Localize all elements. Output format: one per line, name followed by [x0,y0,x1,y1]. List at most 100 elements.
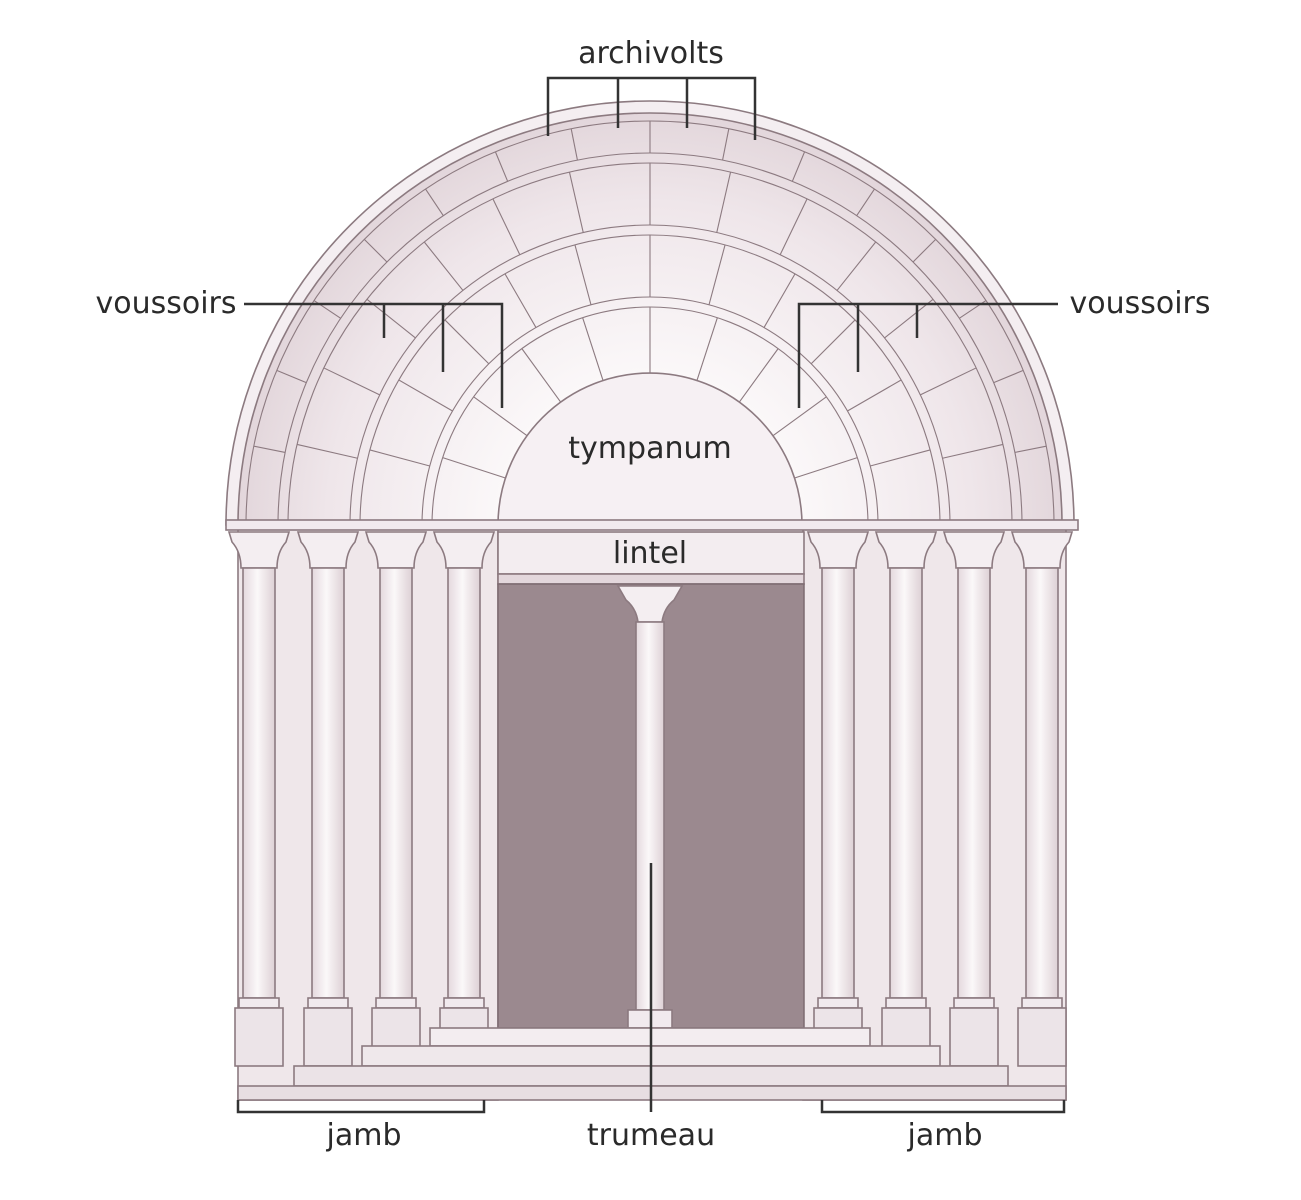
column-base [953,997,995,1009]
voussoir-joint-40 [442,457,506,479]
jamb-column-7 [942,531,1006,1067]
voussoir-joint-30 [398,379,453,412]
voussoir-joint-24 [779,198,808,255]
voussoir-joint-33 [574,244,592,305]
voussoirs-left-leader [244,302,504,408]
column-shaft [311,567,345,999]
voussoir-joint-1 [253,445,286,453]
jamb-column-5 [806,531,870,1067]
voussoir-joint-14 [993,369,1024,384]
jamb-column-2 [296,531,360,1067]
column-capital [874,531,938,569]
leader-lines [236,76,1066,1114]
column-shaft [1025,567,1059,999]
voussoir-joint-19 [423,241,464,291]
voussoir-joint-36 [763,273,796,328]
column-shaft [821,567,855,999]
voussoir-joint-11 [856,188,875,216]
column-shaft [889,567,923,999]
label-jamb-left: jamb [326,1118,402,1153]
voussoir-joint-48 [794,457,858,479]
column-plinth [949,1007,999,1067]
column-capital [227,531,291,569]
jamb-column-3 [364,531,428,1067]
jamb-left-bracket [236,1100,486,1114]
column-shaft [379,567,413,999]
column-shaft [957,567,991,999]
voussoir-joint-32 [504,273,537,328]
column-plinth [234,1007,284,1067]
voussoir-joints [253,121,1047,479]
voussoir-joint-43 [582,317,604,381]
voussoir-joint-29 [369,449,430,467]
voussoir-joint-6 [494,151,509,182]
label-voussoirs-left: voussoirs [95,286,236,321]
voussoir-joint-12 [912,238,937,263]
label-voussoirs-right: voussoirs [1069,286,1210,321]
voussoir-joint-23 [716,171,732,233]
voussoir-joint-7 [570,128,578,161]
voussoir-joint-17 [323,367,380,396]
column-base [443,997,485,1009]
voussoir-joint-18 [366,298,416,339]
lintel [497,531,805,575]
column-base [885,997,927,1009]
column-base [238,997,280,1009]
tympanum [497,372,803,526]
archivolt-ring-6 [421,296,879,526]
jamb-right-bracket [820,1100,1066,1114]
column-capital [364,531,428,569]
voussoir-joint-10 [791,151,806,182]
column-shaft [447,567,481,999]
voussoir-joint-20 [492,198,521,255]
voussoirs-right-leader [797,302,1058,408]
voussoir-joint-15 [1014,445,1047,453]
column-base [817,997,859,1009]
voussoir-joint-46 [738,348,779,403]
archivolt-ring-2 [277,152,1023,526]
voussoir-joint-41 [473,396,528,437]
impost-band [225,519,1079,531]
archivolts-bracket [546,76,757,140]
voussoir-joint-39 [870,449,931,467]
voussoir-joint-9 [722,128,730,161]
voussoir-joint-27 [920,367,977,396]
column-shaft [242,567,276,999]
column-plinth [303,1007,353,1067]
column-capital [1010,531,1074,569]
label-archivolts: archivolts [578,36,724,71]
column-base [375,997,417,1009]
column-base [1021,997,1063,1009]
voussoir-joint-28 [942,443,1004,459]
voussoir-joint-4 [363,238,388,263]
voussoir-joint-42 [521,348,562,403]
column-base [307,997,349,1009]
voussoir-joint-47 [772,396,827,437]
voussoir-joint-45 [696,317,718,381]
labels: archivolts voussoirs voussoirs tympanum … [95,36,1210,1153]
voussoir-joint-16 [296,443,358,459]
lintel-soffit [497,573,805,585]
voussoir-joint-35 [708,244,726,305]
jamb-column-1 [227,531,291,1067]
voussoir-joint-21 [568,171,584,233]
voussoir-joint-2 [276,369,307,384]
column-capital [942,531,1006,569]
column-capital [296,531,360,569]
voussoir-joint-31 [444,319,490,365]
label-trumeau: trumeau [587,1118,715,1153]
voussoir-joint-5 [425,188,444,216]
column-plinth [1017,1007,1067,1067]
voussoir-joint-38 [847,379,902,412]
label-tympanum: tympanum [568,431,731,466]
voussoir-joint-37 [810,319,856,365]
column-capital [806,531,870,569]
voussoir-joint-26 [884,298,934,339]
column-capital [432,531,496,569]
voussoir-joint-25 [836,241,877,291]
label-jamb-right: jamb [907,1118,983,1153]
archivolt-arch [225,100,1075,526]
label-lintel: lintel [613,536,687,571]
jamb-column-8 [1010,531,1074,1067]
